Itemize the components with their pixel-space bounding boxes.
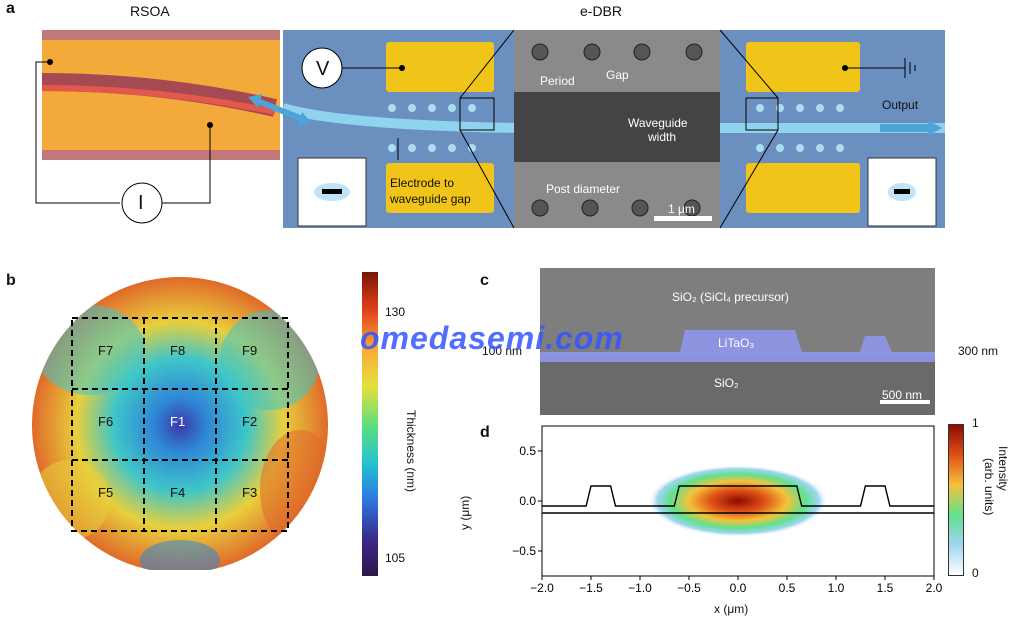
x-tick-label: 1.5 [877,581,894,595]
x-tick-label: −2.0 [530,581,554,595]
left-dimension-label: 100 nm [482,344,523,358]
edbr-title: e-DBR [580,3,623,19]
field-f2: F2 [242,414,258,429]
y-tick-label: 0.5 [519,444,536,458]
electrode-top-left [386,42,494,92]
wafer-map [32,277,328,570]
mode-profile-plot: −2.0 −1.5 −1.0 −0.5 0.0 0.5 1.0 1.5 2.0 0.5 0.0 −0… [512,425,943,595]
gap-label: Gap [606,68,629,82]
waveguide-width-label-2: width [648,130,677,144]
thickness-axis-label: Thickness (nm) [404,410,418,493]
litao3-label: LiTaO₃ [718,336,755,350]
mode-intensity [648,465,828,537]
sio2-bottom-label: SiO₂ [714,376,739,390]
y-axis-label: y (μm) [458,495,472,530]
sem-c-scale-label: 500 nm [882,388,923,402]
rsoa-title: RSOA [130,3,170,19]
voltage-label: V [316,58,330,80]
y-tick-label: −0.5 [512,544,536,558]
field-f3: F3 [242,485,258,500]
intensity-tick-0: 0 [972,566,979,580]
panel-b-letter: b [6,272,16,289]
intensity-colorbar [948,424,964,576]
electrode-gap-label-1: Electrode to [390,176,455,190]
field-f4: F4 [170,485,186,500]
electrode-bottom-left [386,163,494,213]
electrode-bottom-right [746,163,860,213]
waveguide-outline [542,485,934,507]
field-f8: F8 [170,343,186,358]
panel-d-letter: d [480,424,490,441]
electrode-top-right [746,42,860,92]
y-ticks: 0.5 0.0 −0.5 [512,444,542,558]
dbr-posts [388,104,844,152]
right-dimension-label: 300 nm [958,344,999,358]
thickness-tick-105: 105 [385,551,406,565]
current-label: I [138,192,144,214]
rsoa-waveguide [41,85,276,115]
intensity-tick-1: 1 [972,416,979,430]
intensity-axis-label-2: (arb. units) [982,458,996,516]
panel-a-schematic [35,29,945,229]
x-ticks: −2.0 −1.5 −1.0 −0.5 0.0 0.5 1.0 1.5 2.0 [530,576,943,595]
output-label: Output [882,98,919,112]
field-f7: F7 [98,343,114,358]
field-f9: F9 [242,343,258,358]
panel-c-letter: c [480,272,489,289]
sio2-top-label: SiO₂ (SiCl₄ precursor) [672,290,789,304]
y-tick-label: 0.0 [519,494,536,508]
x-tick-label: 2.0 [926,581,943,595]
x-tick-label: 0.5 [779,581,796,595]
post-diameter-label: Post diameter [546,182,621,196]
intensity-axis-label-1: Intensity [996,446,1010,491]
period-label: Period [540,74,575,88]
field-grid [71,317,289,532]
waveguide-width-label-1: Waveguide [628,116,688,130]
field-f5: F5 [98,485,114,500]
field-f6: F6 [98,414,114,429]
x-tick-label: 1.0 [828,581,845,595]
thickness-tick-130: 130 [385,305,406,319]
electrode-gap-label-2: waveguide gap [390,192,471,206]
watermark-text: omedasemi.com [360,320,624,356]
cross-section-sem [540,268,935,415]
sem-scale-label: 1 μm [668,202,695,216]
x-axis-label: x (μm) [714,602,749,616]
x-tick-label: −1.5 [579,581,603,595]
field-f1: F1 [170,414,186,429]
panel-a-letter: a [6,0,15,17]
x-tick-label: −1.0 [628,581,652,595]
x-tick-label: −0.5 [677,581,701,595]
thickness-colorbar [362,272,378,576]
x-tick-label: 0.0 [730,581,747,595]
